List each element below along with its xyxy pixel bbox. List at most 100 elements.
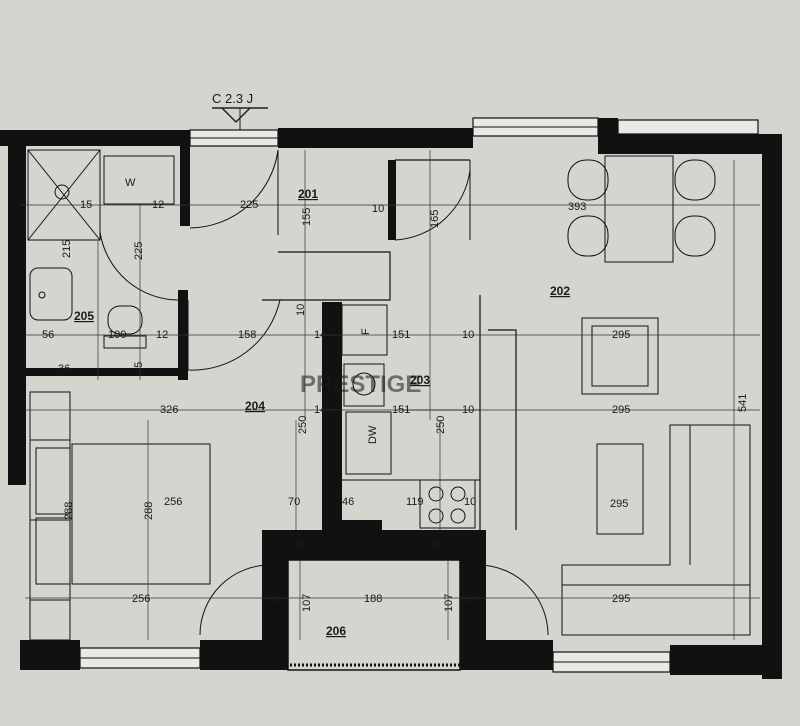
door-entrance-swing [394, 169, 471, 241]
dim-label: 541 [737, 394, 749, 412]
dim-label: 10 [372, 203, 384, 215]
window-bottom-left [79, 647, 201, 669]
dimension-lines [20, 150, 760, 640]
room-204-label: 204 [245, 399, 265, 413]
dim-label: 151 [392, 329, 410, 341]
room-201-label: 201 [298, 187, 318, 201]
dim-label: 107 [301, 594, 313, 612]
room-205-label: 205 [74, 309, 94, 323]
wall-top-middle [278, 128, 473, 148]
basin-tap-icon [38, 291, 46, 299]
hall-partitions [262, 159, 517, 530]
watermark: PRESTIGE [300, 371, 421, 398]
pillow-icon [35, 517, 71, 585]
dim-label: 295 [612, 404, 630, 416]
coffee-table [596, 443, 644, 535]
toilet-tank [103, 335, 147, 349]
room-206-label: 206 [326, 624, 346, 638]
dim-label: 10 [462, 329, 474, 341]
dim-label: 225 [133, 242, 145, 260]
dim-label: 10 [295, 304, 307, 316]
dim-label: 46 [342, 496, 354, 508]
dim-label: 155 [301, 208, 313, 226]
exterior-walls [0, 118, 782, 679]
wall-bath-bottom [22, 368, 182, 376]
shower-drain-icon [54, 184, 70, 200]
dim-label: 295 [612, 593, 630, 605]
dim-label: 28 [432, 539, 444, 551]
washer-box [103, 155, 175, 205]
door-bedroom-swing [187, 299, 281, 371]
wall-bottom-mid-left [200, 640, 270, 670]
wall-left-mid [8, 385, 26, 485]
dim-label: 151 [392, 404, 410, 416]
sink-box [343, 363, 385, 407]
dim-label: 15 [80, 199, 92, 211]
dim-label: 288 [63, 502, 75, 520]
dim-label: 250 [435, 416, 447, 434]
dim-label: 107 [443, 594, 455, 612]
dim-label: 100 [108, 329, 126, 341]
fridge-box [341, 304, 388, 356]
shower-tray [27, 149, 101, 241]
dining-table [604, 155, 674, 263]
dim-label: 10 [462, 404, 474, 416]
dim-label: 14 [314, 329, 326, 341]
dim-label: 288 [143, 502, 155, 520]
door-bath-swing [99, 231, 181, 301]
chair-icon [567, 159, 609, 201]
dim-label: 215 [61, 240, 73, 258]
dim-label: 28 [292, 539, 304, 551]
dim-label: 12 [156, 329, 168, 341]
living-furniture [561, 155, 751, 636]
dim-label: 295 [610, 498, 628, 510]
dim-label: 256 [164, 496, 182, 508]
dim-label: 10 [464, 496, 476, 508]
bathroom-fixtures [27, 149, 175, 349]
toilet-bowl-icon [107, 305, 143, 335]
dim-label: 25 [133, 362, 145, 374]
wall-hall-right [388, 160, 396, 240]
dim-label: 295 [612, 329, 630, 341]
room-203-label: 203 [410, 373, 430, 387]
bedroom-furniture [29, 391, 211, 641]
dishwasher-label: DW [367, 425, 379, 444]
dim-label: 188 [364, 593, 382, 605]
dim-label: 36 [58, 363, 70, 375]
window-bottom-right [552, 651, 671, 673]
dim-label: 393 [568, 201, 586, 213]
section-mark: C 2.3 J [212, 91, 268, 130]
bed [71, 443, 211, 585]
wall-balcony-top [262, 530, 486, 560]
room-202-label: 202 [550, 284, 570, 298]
dim-label: 70 [288, 496, 300, 508]
balcony-edge [287, 559, 461, 671]
pillow-icon [35, 447, 71, 515]
dim-label: 12 [152, 199, 164, 211]
door-balcony-left-swing [199, 564, 271, 636]
wall-right [762, 134, 782, 679]
wall-kitchen-left [322, 302, 342, 530]
door-balcony-right-swing [479, 564, 549, 636]
sink-bowl-icon [352, 372, 376, 396]
window-top-left [189, 129, 279, 147]
window-top-right [472, 117, 759, 137]
wardrobe [29, 391, 71, 641]
dim-label: 28 [268, 593, 280, 605]
wall-bath-top-right [180, 146, 190, 226]
chair-icon [567, 215, 609, 257]
dim-label: 158 [238, 329, 256, 341]
chair-icon [674, 215, 716, 257]
dim-label: 165 [429, 210, 441, 228]
dim-label: 250 [297, 416, 309, 434]
dim-label: 56 [42, 329, 54, 341]
wall-bottom-left [20, 640, 80, 670]
dishwasher-box [345, 411, 392, 475]
dim-label: 326 [160, 404, 178, 416]
dim-label: 256 [132, 593, 150, 605]
washer-label: W [125, 177, 136, 189]
washbasin [29, 267, 73, 321]
corner-sofa [561, 424, 751, 636]
